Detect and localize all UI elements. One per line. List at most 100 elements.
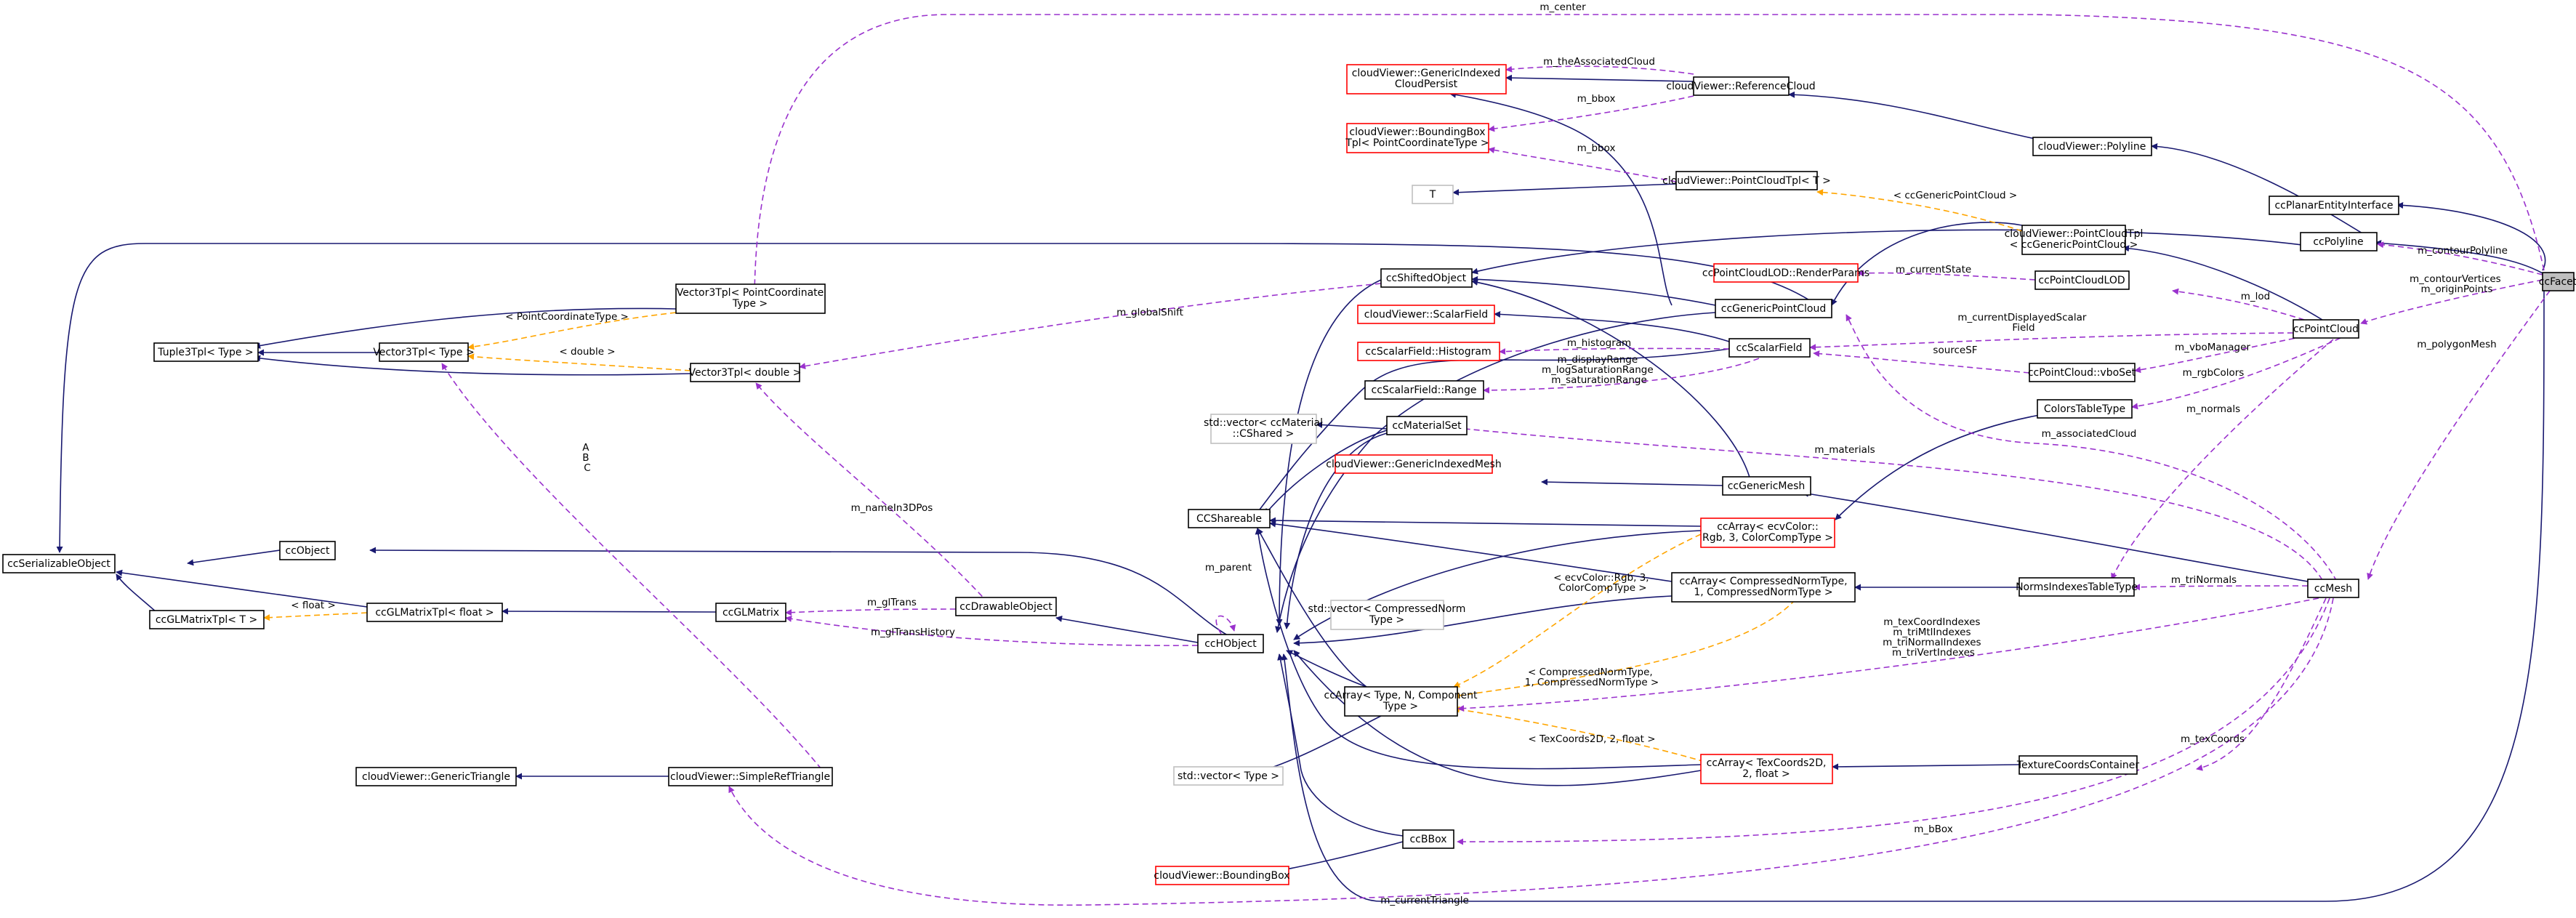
node-ccarraytex[interactable]: ccArray< TexCoords2D, 2, float > <box>1700 754 1833 784</box>
edge-use-m-gltrans <box>785 608 957 616</box>
node-vector3tpl[interactable]: Vector3Tpl< Type > <box>373 342 475 362</box>
edge-ccmaterialset-stdvector <box>1316 422 1388 430</box>
node-cvpolyline[interactable]: cloudViewer::Polyline <box>2032 137 2152 156</box>
svg-text:Rgb, 3, ColorCompType >: Rgb, 3, ColorCompType > <box>1702 532 1833 544</box>
node-cvreferencecloud[interactable]: cloudViewer::ReferenceCloud <box>1666 76 1816 96</box>
svg-text:ccMaterialSet: ccMaterialSet <box>1392 420 1462 432</box>
node-cchobject[interactable]: ccHObject <box>1197 634 1264 653</box>
node-cvgenericindexedmesh[interactable]: cloudViewer::GenericIndexedMesh <box>1326 454 1502 474</box>
node-ccpolyline[interactable]: ccPolyline <box>2300 232 2378 251</box>
label-m-currentdisplayedscalarfield-line1: m_currentDisplayedScalar <box>1957 312 2087 323</box>
node-ccpointcloud[interactable]: ccPointCloud <box>2293 319 2359 339</box>
svg-text:ccGLMatrixTpl< T >: ccGLMatrixTpl< T > <box>156 614 257 626</box>
node-cvgenericindexedcloudpersist[interactable]: cloudViewer::GenericIndexed CloudPersist <box>1346 64 1507 94</box>
edge-use-m-materials <box>1450 424 2323 581</box>
svg-text:cloudViewer::BoundingBox: cloudViewer::BoundingBox <box>1154 870 1289 882</box>
edge-colorstabletype-ccarraycolor <box>1835 408 2085 520</box>
node-ccshiftedobject[interactable]: ccShiftedObject <box>1380 268 1473 288</box>
edge-ccscalarfield-cvscalarfield <box>1494 310 1730 342</box>
node-ccscalarfield[interactable]: ccScalarField <box>1728 338 1811 358</box>
label-tpl-color-line2: ColorCompType > <box>1558 582 1646 594</box>
edge-ccscalarfield-ccshareable <box>1254 348 1730 517</box>
node-ccshareable[interactable]: CCShareable <box>1188 509 1271 528</box>
node-ccglmatrixtplfloat[interactable]: ccGLMatrixTpl< float > <box>366 603 503 622</box>
node-texturecoordscontainer[interactable]: TextureCoordsContainer <box>2016 755 2140 775</box>
node-ccglmatrix[interactable]: ccGLMatrix <box>715 603 786 622</box>
svg-text:cloudViewer::BoundingBox: cloudViewer::BoundingBox <box>1349 126 1485 138</box>
node-ccscalarfieldrange[interactable]: ccScalarField::Range <box>1364 380 1484 400</box>
node-ccpointcloudvboset[interactable]: ccPointCloud::vboSet <box>2028 363 2136 382</box>
node-tuple3tpl[interactable]: Tuple3Tpl< Type > <box>153 342 259 362</box>
svg-text:2, float >: 2, float > <box>1742 768 1790 780</box>
node-cvsimplereftriangle[interactable]: cloudViewer::SimpleRefTriangle <box>668 767 833 786</box>
edge-use-m-contourpolyline <box>2377 241 2543 275</box>
label-m-texcoordindexes: m_texCoordIndexes m_triMtlIndexes m_triN… <box>1883 616 1984 659</box>
label-m-center: m_center <box>1539 1 1586 13</box>
svg-text:ccGLMatrix: ccGLMatrix <box>723 607 779 619</box>
node-vector3tpldouble[interactable]: Vector3Tpl< double > <box>689 363 802 382</box>
svg-text:::CShared >: ::CShared > <box>1233 428 1295 440</box>
svg-text:CloudPersist: CloudPersist <box>1395 78 1458 90</box>
svg-text:ccArray< TexCoords2D,: ccArray< TexCoords2D, <box>1707 757 1827 769</box>
label-m-materials: m_materials <box>1814 444 1875 456</box>
svg-text:Vector3Tpl< double >: Vector3Tpl< double > <box>689 367 802 379</box>
label-abc-line1: A <box>582 442 589 454</box>
node-ccarraynorm[interactable]: ccArray< CompressedNormType, 1, Compress… <box>1671 572 1856 603</box>
node-ccserializableobject[interactable]: ccSerializableObject <box>2 554 116 573</box>
label-m-bbox-ref: m_bbox <box>1577 93 1616 105</box>
node-ccscalarfieldhistogram[interactable]: ccScalarField::Histogram <box>1357 342 1500 361</box>
edge-ccglmatrixtplt-ccserializableobject <box>116 573 157 613</box>
label-m-trinormals: m_triNormals <box>2171 574 2237 586</box>
svg-text:cloudViewer::PointCloudTpl: cloudViewer::PointCloudTpl <box>2005 228 2144 240</box>
node-ccarraycolor[interactable]: ccArray< ecvColor:: Rgb, 3, ColorCompTyp… <box>1700 518 1835 548</box>
edge-ccgenericmesh-ccshiftedobject <box>1471 279 1751 480</box>
node-ccmesh[interactable]: ccMesh <box>2307 579 2359 598</box>
node-cvscalarfield[interactable]: cloudViewer::ScalarField <box>1357 305 1495 324</box>
node-ccbbox[interactable]: ccBBox <box>1402 829 1454 849</box>
node-ccarraygeneric[interactable]: ccArray< Type, N, Component Type > <box>1324 686 1478 717</box>
node-cvpointcloudtplgeneric[interactable]: cloudViewer::PointCloudTpl < ccGenericPo… <box>2005 225 2144 255</box>
node-normsindexestabletype[interactable]: NormsIndexesTableType <box>2016 577 2138 597</box>
node-ccdrawableobject[interactable]: ccDrawableObject <box>955 597 1057 616</box>
node-stdvectornorm[interactable]: std::vector< CompressedNorm Type > <box>1308 600 1466 630</box>
node-ccpointcloudlodrenderparams[interactable]: ccPointCloudLOD::RenderParams <box>1702 263 1869 283</box>
node-colorstabletype[interactable]: ColorsTableType <box>2037 399 2133 419</box>
edge-tpl-float <box>263 612 368 621</box>
node-cvboundingboxtpl[interactable]: cloudViewer::BoundingBox Tpl< PointCoord… <box>1345 123 1489 153</box>
node-stdvectormaterial[interactable]: std::vector< ccMaterial ::CShared > <box>1204 414 1323 444</box>
node-ccfacet[interactable]: ccFacet <box>2539 272 2576 291</box>
node-cvboundingbox[interactable]: cloudViewer::BoundingBox <box>1154 866 1290 885</box>
edge-use-m-texcoords <box>2196 597 2327 771</box>
svg-text:cloudViewer::ScalarField: cloudViewer::ScalarField <box>1364 309 1488 321</box>
label-m-parent: m_parent <box>1205 562 1252 573</box>
label-m-gltranshistory: m_glTransHistory <box>871 627 955 638</box>
node-ccgenericmesh[interactable]: ccGenericMesh <box>1722 476 1811 496</box>
svg-text:Type >: Type > <box>1382 701 1418 712</box>
node-ccpointcloudlod[interactable]: ccPointCloudLOD <box>2034 270 2130 290</box>
edge-use-m-currentdisplayedscalarfield <box>1809 332 2294 351</box>
node-cvpointcloudtplt[interactable]: cloudViewer::PointCloudTpl< T > <box>1662 171 1831 190</box>
edge-use-m-lod <box>2172 288 2323 326</box>
node-stdvectortype[interactable]: std::vector< Type > <box>1173 766 1284 786</box>
label-abc-line3: C <box>584 462 590 474</box>
node-ccmaterialset[interactable]: ccMaterialSet <box>1386 416 1468 435</box>
node-cvgenerictriangle[interactable]: cloudViewer::GenericTriangle <box>355 767 517 786</box>
svg-text:ccGenericPointCloud: ccGenericPointCloud <box>1721 303 1826 315</box>
edge-ccglmatrixtplfloat-ccserializableobject <box>116 569 368 608</box>
node-ccobject[interactable]: ccObject <box>279 541 336 560</box>
node-t[interactable]: T <box>1412 185 1454 204</box>
edge-tpl-tex <box>1453 706 1705 762</box>
edge-vector3tpldouble-tuple3tpl <box>254 355 691 376</box>
node-ccgenericpointcloud[interactable]: ccGenericPointCloud <box>1715 299 1832 318</box>
label-m-associatedcloud: m_associatedCloud <box>2042 428 2137 440</box>
svg-text:ccObject: ccObject <box>286 545 331 557</box>
node-vector3tplpct[interactable]: Vector3Tpl< PointCoordinate Type > <box>675 283 826 314</box>
svg-text:ccBBox: ccBBox <box>1409 834 1446 845</box>
edge-ccpolyline-ccshiftedobject <box>1471 229 2319 275</box>
edge-ccpolyline-cvpolyline <box>2151 142 2374 241</box>
node-ccplanarentityinterface[interactable]: ccPlanarEntityInterface <box>2269 196 2399 215</box>
svg-text:ccHObject: ccHObject <box>1204 638 1257 650</box>
svg-text:cloudViewer::SimpleRefTriangle: cloudViewer::SimpleRefTriangle <box>670 771 830 783</box>
node-ccglmatrixtplt[interactable]: ccGLMatrixTpl< T > <box>149 610 265 629</box>
label-m-currenttriangle: m_currentTriangle <box>1380 895 1469 906</box>
